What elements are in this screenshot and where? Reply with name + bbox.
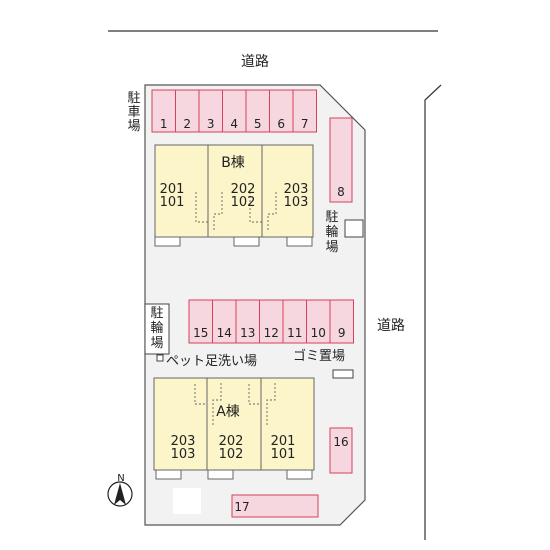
building-a-unit-2-lower: 102 — [219, 447, 244, 462]
building-b-name: B棟 — [221, 155, 245, 171]
building-a-unit-3-lower: 101 — [271, 447, 296, 462]
parking-label-16: 16 — [333, 435, 348, 449]
bike-parking-upper-box — [344, 219, 364, 238]
bike-parking-left-label: 駐輪場 — [150, 306, 163, 351]
building-b-step-2 — [233, 236, 260, 247]
building-b — [154, 144, 314, 238]
road-label-top: 道路 — [241, 54, 269, 70]
parking-label-15: 15 — [193, 326, 208, 340]
building-b-unit-3-lower: 103 — [284, 195, 309, 210]
parking-label-9: 9 — [338, 326, 346, 340]
building-b-step-1 — [154, 236, 181, 247]
parking-label-10: 10 — [311, 326, 326, 340]
north-arrow-icon: N — [107, 473, 133, 507]
building-b-unit-1-lower: 101 — [160, 195, 185, 210]
parking-label-4: 4 — [230, 117, 238, 131]
building-a-dashed — [194, 383, 276, 425]
parking-space-9 — [329, 299, 354, 344]
bike-parking-upper-label: 駐輪場 — [325, 210, 338, 255]
parking-top-row: 1 2 3 4 5 6 7 — [151, 89, 317, 133]
building-b-dashed — [195, 192, 277, 232]
parking-space-16 — [329, 427, 353, 474]
parking-space-17 — [231, 494, 319, 518]
building-a-unit-1-lower: 103 — [171, 447, 196, 462]
parking-label-14: 14 — [217, 326, 232, 340]
parking-label-13: 13 — [240, 326, 255, 340]
right-road-line — [424, 84, 442, 540]
building-b-unit-3-upper: 203 — [284, 182, 309, 197]
building-b-unit-2-lower: 102 — [231, 195, 256, 210]
building-b-unit-1-upper: 201 — [160, 182, 185, 197]
parking-label-8: 8 — [337, 185, 345, 199]
north-label: N — [117, 473, 124, 484]
building-a-unit-3-upper: 201 — [271, 434, 296, 449]
pet-wash-marker — [156, 354, 164, 362]
svg-text:駐輪場: 駐輪場 — [325, 210, 338, 255]
svg-text:駐輪場: 駐輪場 — [150, 306, 163, 351]
svg-text:駐車場: 駐車場 — [127, 91, 140, 134]
road-label-right: 道路 — [377, 318, 405, 334]
garbage-label: ゴミ置場 — [293, 348, 345, 364]
building-a-unit-1-upper: 203 — [171, 434, 196, 449]
building-a-step-2 — [207, 469, 234, 480]
bike-parking-left-box — [144, 303, 170, 355]
building-a-step-3 — [286, 469, 313, 480]
building-a — [153, 377, 315, 471]
parking-label-7: 7 — [301, 117, 309, 131]
parking-label-2: 2 — [183, 117, 191, 131]
parking-label-17: 17 — [234, 500, 249, 514]
parking-label-5: 5 — [254, 117, 262, 131]
building-b-step-3 — [286, 236, 313, 247]
building-a-step-1 — [155, 469, 182, 480]
parking-space-8 — [329, 117, 353, 203]
parking-label-11: 11 — [287, 326, 302, 340]
parking-label: 駐車場 — [127, 91, 140, 134]
parking-middle-row: 15 14 13 12 11 10 9 — [188, 299, 354, 344]
garbage-station — [332, 369, 354, 379]
building-a-name: A棟 — [216, 404, 240, 420]
building-a-unit-2-upper: 202 — [219, 434, 244, 449]
pet-wash-label: ペット足洗い場 — [166, 354, 257, 369]
building-b-unit-2-upper: 202 — [231, 182, 256, 197]
entrance-area — [173, 488, 201, 514]
parking-label-12: 12 — [264, 326, 279, 340]
parking-label-1: 1 — [160, 117, 168, 131]
parking-label-6: 6 — [277, 117, 285, 131]
parking-label-3: 3 — [207, 117, 215, 131]
parking-space-7 — [292, 89, 317, 133]
